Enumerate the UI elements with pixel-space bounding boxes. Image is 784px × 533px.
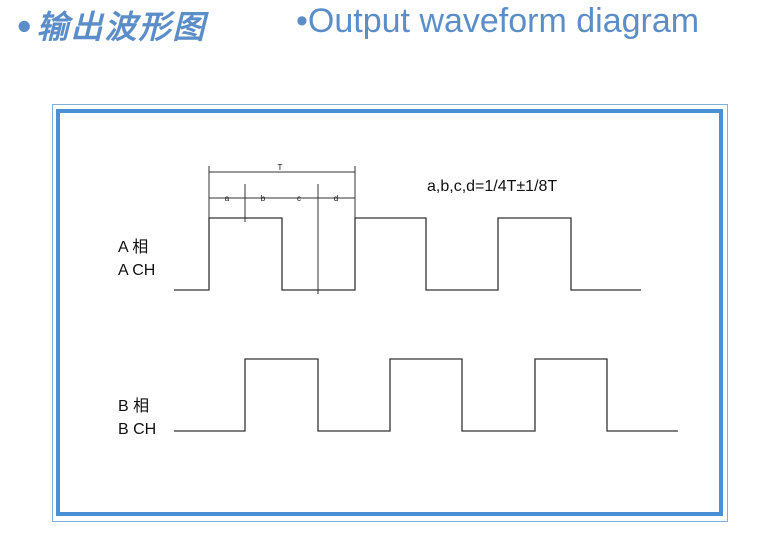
channel-b-label-en: B CH <box>118 421 156 438</box>
title-bullet: • <box>14 8 37 46</box>
title-bullet: • <box>296 2 308 40</box>
channel-a-label-en: A CH <box>118 262 155 279</box>
diagram-frame <box>56 109 723 516</box>
diagram-frame-outer <box>52 104 728 522</box>
channel-b-waveform <box>174 358 678 432</box>
title-chinese-text: 输出波形图 <box>36 8 207 46</box>
title-english: •Output waveform diagram <box>296 2 699 41</box>
title-chinese: •输出波形图 <box>14 2 206 48</box>
segment-label-d: d <box>334 194 338 203</box>
period-dimension: T <box>208 163 356 218</box>
channel-b-label-cn: B 相 <box>118 397 149 415</box>
segment-dimension: a b c d <box>209 184 355 294</box>
title-english-text: Output waveform diagram <box>307 2 700 40</box>
period-label: T <box>278 163 283 172</box>
segment-label-b: b <box>261 194 266 203</box>
phase-formula: a,b,c,d=1/4T±1/8T <box>427 178 557 195</box>
segment-label-a: a <box>225 194 230 203</box>
channel-a-waveform <box>174 217 641 291</box>
segment-label-c: c <box>297 194 301 203</box>
channel-a-label-cn: A 相 <box>118 238 148 256</box>
